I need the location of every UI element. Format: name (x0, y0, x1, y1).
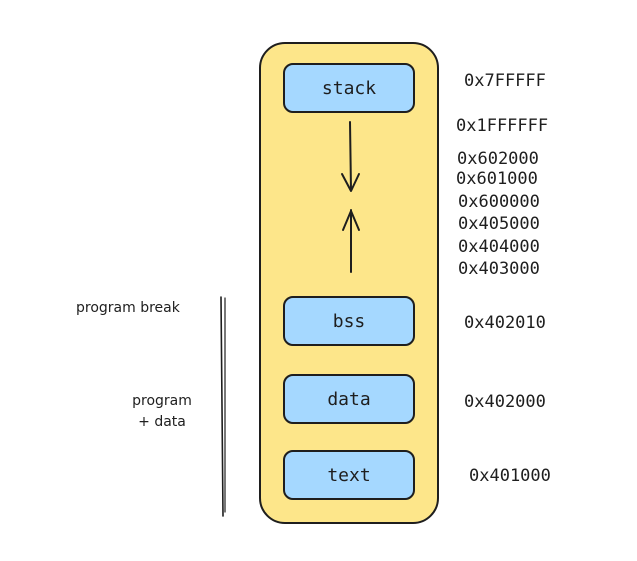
address-label: 0x405000 (458, 214, 540, 234)
address-label: 0x401000 (469, 466, 551, 486)
address-label: 0x602000 (457, 149, 539, 169)
stack-label: stack (321, 77, 377, 99)
program-region-line-a (220, 296, 224, 517)
text-segment: text (283, 450, 415, 500)
data-segment: data (283, 374, 415, 424)
program-data-label-line1: program (132, 393, 192, 409)
address-label: 0x7FFFFF (464, 71, 546, 91)
program-break-label: program break (76, 300, 180, 316)
memory-layout-container (259, 42, 439, 524)
address-label: 0x402000 (464, 392, 546, 412)
text-label: text (327, 464, 371, 486)
address-label: 0x402010 (464, 313, 546, 333)
stack-growth-arrow (349, 121, 352, 191)
address-label: 0x1FFFFFF (456, 116, 549, 136)
heap-growth-arrowhead (342, 210, 360, 231)
address-label: 0x601000 (456, 169, 538, 189)
address-label: 0x403000 (458, 259, 540, 279)
bss-label: bss (332, 310, 366, 332)
address-label: 0x600000 (458, 192, 540, 212)
stack-growth-arrowhead (341, 173, 360, 192)
address-label: 0x404000 (458, 237, 540, 257)
bss-segment: bss (283, 296, 415, 346)
data-label: data (327, 388, 371, 410)
stack-segment: stack (283, 63, 415, 113)
program-data-label-line2: + data (138, 414, 186, 430)
